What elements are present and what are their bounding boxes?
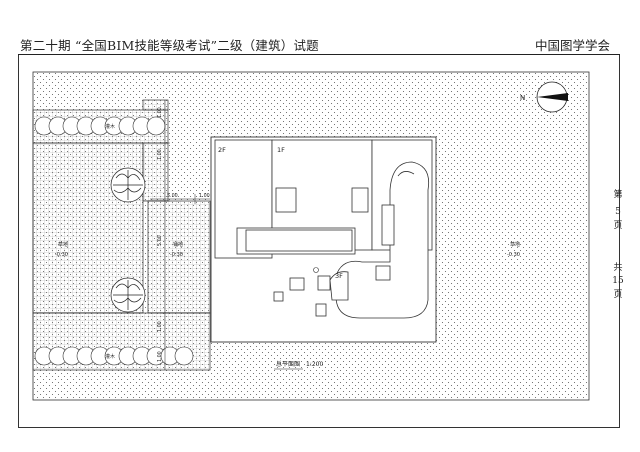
page-total-suffix: 页 [613, 290, 623, 300]
page-current-suffix: 页 [613, 221, 623, 231]
page-total-prefix: 共 [613, 263, 623, 273]
dimension-lines [150, 100, 210, 370]
area-elev-path: -0.30 [170, 252, 183, 258]
floor-label-1f: 1F [277, 146, 285, 154]
dimension-v1: 1.00 [157, 149, 163, 160]
north-label: N [520, 94, 525, 102]
column-marker [313, 267, 319, 273]
building-roofs [214, 139, 433, 319]
area-elev-left: -0.30 [55, 252, 68, 258]
page-current-number: 5 [615, 207, 621, 217]
floor-label-2f: 2F [218, 146, 226, 154]
page-header-org: 中国图学学会 [534, 38, 610, 53]
dimension-h2: 1.00 [199, 193, 210, 199]
drawing-frame [18, 55, 620, 428]
dimension-v5: 1.00 [157, 351, 163, 362]
area-label-left: 草地 [58, 241, 68, 248]
page-total-number: 15 [612, 276, 624, 286]
area-label-path: 铺地 [173, 241, 183, 248]
dimension-v4: 1.00 [157, 107, 163, 118]
shrub-label-bottom: 灌木 [105, 353, 115, 360]
drawing-scale: 1:200 [306, 361, 323, 368]
north-arrow-icon [536, 81, 568, 113]
area-elev-right: -0.30 [507, 252, 520, 258]
shrub-label-top: 灌木 [105, 123, 115, 130]
shrub-row-top [34, 116, 166, 136]
shrub-row-bottom [34, 346, 194, 366]
dimension-v2: 5.00 [157, 235, 163, 246]
area-label-right: 草地 [510, 241, 520, 248]
dimension-h1: 5.00 [167, 193, 178, 199]
page-current-prefix: 第 [613, 190, 623, 200]
header-rule [18, 54, 620, 55]
drawing-title: 总平面图 [276, 360, 300, 368]
floor-label-3f: 3F [335, 272, 343, 280]
page-header-title: 第二十期 “全国BIM技能等级考试”二级（建筑）试题 [20, 38, 319, 53]
tree-icon [110, 167, 146, 203]
tree-icon [110, 277, 146, 313]
dimension-v3: 1.00 [157, 321, 163, 332]
